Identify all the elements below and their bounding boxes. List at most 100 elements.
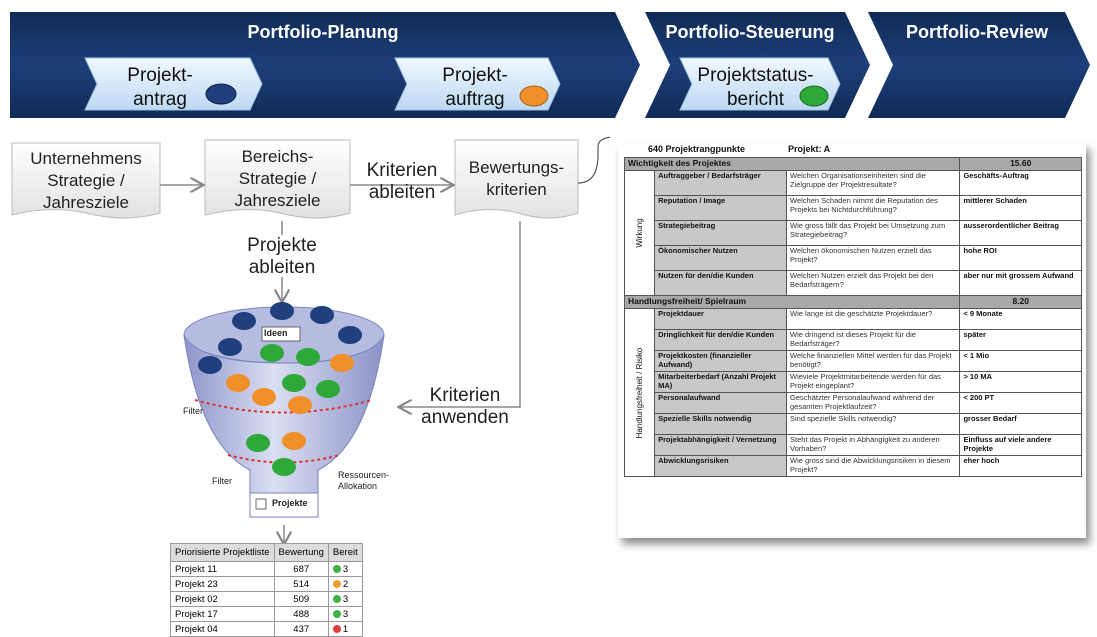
ranking-ready-value: 2 xyxy=(342,578,349,590)
funnel-filter-2: Filter xyxy=(212,476,232,486)
criterion-value: grosser Bedarf xyxy=(959,413,1082,435)
funnel-resource-label: Ressourcen-Allokation xyxy=(338,470,390,491)
criterion-description: Wie lange ist die geschätzte Projektdaue… xyxy=(786,308,961,330)
doc-strategy xyxy=(11,142,161,219)
criterion-value: eher hoch xyxy=(959,455,1082,477)
projects-box-icon xyxy=(255,498,267,510)
criterion-description: Steht das Projekt in Abhängigkeit zu and… xyxy=(786,434,961,456)
ranking-header-ready: Bereit xyxy=(327,543,363,562)
substep-arrow-auftrag xyxy=(394,57,561,111)
evaluation-sheet: 640 Projektrangpunkte Projekt: A Wichtig… xyxy=(618,143,1086,538)
idea-balls xyxy=(198,302,362,476)
ranking-score: 509 xyxy=(273,591,329,607)
criterion-name: Strategiebeitrag xyxy=(654,220,788,246)
criterion-description: Welchen Schaden nimmt die Reputation des… xyxy=(786,195,961,221)
doc-label-criteria: Bewertungs-kriterien xyxy=(468,158,565,199)
criterion-name: Abwicklungsrisiken xyxy=(654,455,788,477)
criterion-description: Geschätzter Personalaufwand während der … xyxy=(786,392,961,414)
status-light-icon xyxy=(332,594,341,603)
criterion-name: Nutzen für den/die Kunden xyxy=(654,270,788,296)
evaluation-row: Mitarbeiterbedarf (Anzahl Projekt MA)Wie… xyxy=(625,371,1082,393)
substep-label-statusbericht: Projektstatus-bericht xyxy=(697,65,814,110)
ranking-project-name: Projekt 23 xyxy=(170,576,275,592)
funnel-ideas-label: Ideen xyxy=(264,328,288,338)
criterion-name: Reputation / Image xyxy=(654,195,788,221)
criterion-description: Welchen Organisationseinheiten sind die … xyxy=(786,170,961,196)
ranking-score: 514 xyxy=(273,576,329,592)
ranking-ready-value: 1 xyxy=(342,623,349,635)
criterion-description: Wie gross sind die Abwicklungsrisiken in… xyxy=(786,455,961,477)
substep-label-antrag: Projekt-antrag xyxy=(127,65,193,110)
criterion-value: Geschäfts-Auftrag xyxy=(959,170,1082,196)
doc-area-strategy xyxy=(204,139,351,219)
ranking-header-score: Bewertung xyxy=(273,543,329,562)
phase-banner xyxy=(10,12,1090,118)
ranking-project-name: Projekt 04 xyxy=(170,621,275,637)
criterion-value: < 9 Monate xyxy=(959,308,1082,330)
ranking-project-name: Projekt 02 xyxy=(170,591,275,607)
criterion-description: Welchen Nutzen erzielt das Projekt bei d… xyxy=(786,270,961,296)
evaluation-row: Projektkosten (finanzieller Aufwand)Welc… xyxy=(625,350,1082,372)
criterion-value: mittlerer Schaden xyxy=(959,195,1082,221)
ranking-score: 488 xyxy=(273,606,329,622)
ranking-project-name: Projekt 11 xyxy=(170,561,275,577)
criterion-name: Personalaufwand xyxy=(654,392,788,414)
ranking-ready-value: 3 xyxy=(342,608,349,620)
evaluation-points: 640 Projektrangpunkte xyxy=(648,144,746,154)
ranking-ready: 3 xyxy=(327,591,363,607)
phase-title-review: Portfolio-Review xyxy=(905,22,1048,42)
criterion-name: Dringlichkeit für den/die Kunden xyxy=(654,329,788,351)
ranking-ready: 3 xyxy=(327,561,363,577)
criterion-name: Auftraggeber / Bedarfsträger xyxy=(654,170,788,196)
criterion-value: später xyxy=(959,329,1082,351)
evaluation-group: Wirkung xyxy=(623,170,656,296)
criterion-description: Welchen ökonomischen Nutzen erzielt das … xyxy=(786,245,961,271)
ranking-ready-value: 3 xyxy=(342,563,349,575)
criterion-name: Projektdauer xyxy=(654,308,788,330)
status-light-icon xyxy=(332,624,341,633)
ranking-project-name: Projekt 17 xyxy=(170,606,275,622)
evaluation-group: Handlungsfreiheit / Risiko xyxy=(623,308,656,477)
ranking-ready: 3 xyxy=(327,606,363,622)
criterion-value: hohe ROI xyxy=(959,245,1082,271)
criterion-name: Projektkosten (finanzieller Aufwand) xyxy=(654,350,788,372)
phase-title-steuerung: Portfolio-Steuerung xyxy=(665,22,835,42)
criterion-description: Wieviele Projektmitarbeitende werden für… xyxy=(786,371,961,393)
section-title: Handlungsfreiheit/ Spielraum xyxy=(623,295,961,309)
criterion-value: Einfluss auf viele andere Projekte xyxy=(959,434,1082,456)
funnel-projects-label: Projekte xyxy=(272,498,308,508)
criterion-value: ausserordentlicher Beitrag xyxy=(959,220,1082,246)
status-light-icon xyxy=(332,579,341,588)
criterion-name: Mitarbeiterbedarf (Anzahl Projekt MA) xyxy=(654,371,788,393)
status-dot-orange xyxy=(519,85,549,107)
ranking-score: 437 xyxy=(273,621,329,637)
ranking-score: 687 xyxy=(273,561,329,577)
criterion-description: Sind spezielle Skills notwendig? xyxy=(786,413,961,435)
evaluation-project: Projekt: A xyxy=(788,144,831,154)
phase-title-planung: Portfolio-Planung xyxy=(247,22,399,42)
criterion-description: Welche finanziellen Mittel werden für da… xyxy=(786,350,961,372)
criterion-value: < 200 PT xyxy=(959,392,1082,414)
criterion-value: > 10 MA xyxy=(959,371,1082,393)
